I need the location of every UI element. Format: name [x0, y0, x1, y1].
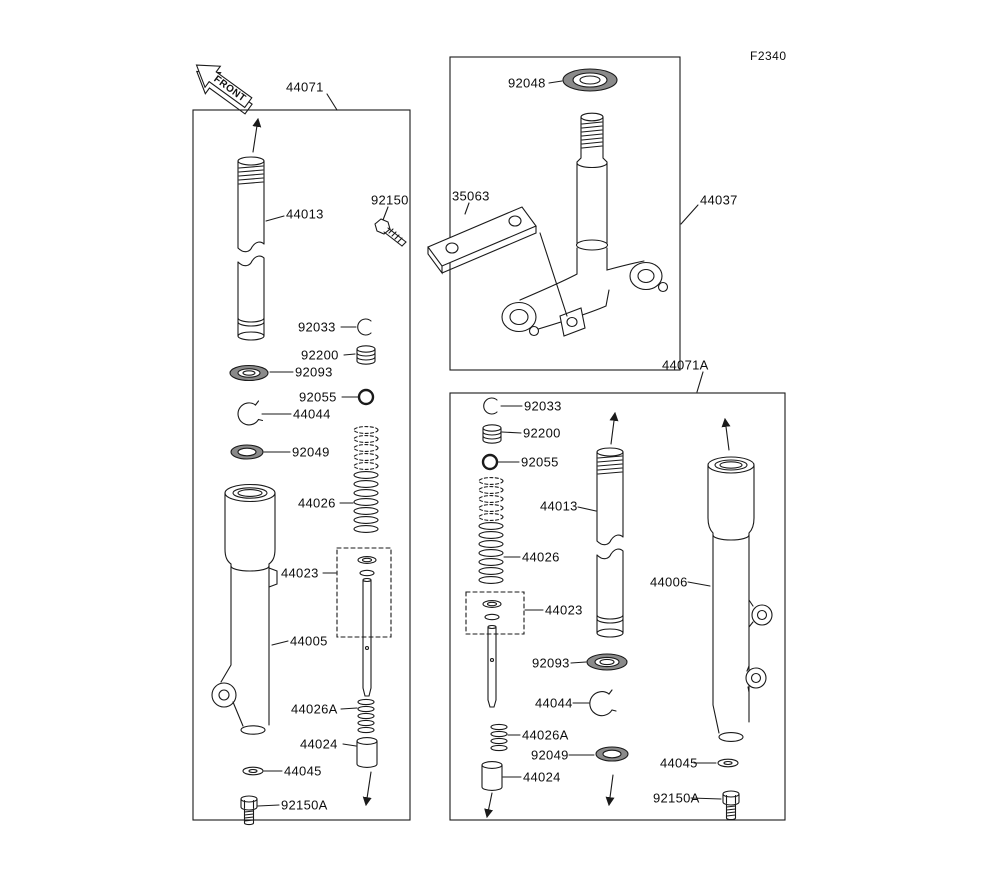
part-label-92150: 92150	[371, 192, 409, 208]
part-label-44045-right: 44045	[660, 755, 698, 771]
part-label-44013-left: 44013	[286, 206, 324, 222]
part-44045-gasket-left	[242, 766, 264, 776]
part-label-92093-left: 92093	[295, 364, 333, 380]
part-label-44026-right: 44026	[522, 549, 560, 565]
part-label-44045-left: 44045	[284, 763, 322, 779]
part-44037-steering-stem	[501, 112, 669, 337]
part-44026-fork-spring-right	[478, 477, 504, 584]
front-marker-text: FRONT	[211, 74, 247, 105]
part-44024-cylinder-left	[356, 737, 378, 768]
part-label-44005: 44005	[290, 633, 328, 649]
part-92055-oring-left	[357, 388, 375, 406]
part-92055-oring-right	[481, 453, 499, 471]
part-44044-clip-right	[589, 689, 617, 717]
part-label-92055-right: 92055	[521, 454, 559, 470]
direction-arrows	[252, 117, 731, 819]
part-44023-piston-assy-left	[336, 547, 392, 697]
part-92200-spring-seat-right	[482, 424, 502, 444]
part-44024-cylinder-right	[481, 761, 503, 791]
part-label-44026a-left: 44026A	[291, 701, 338, 717]
part-44006-outer-tube-right	[707, 456, 773, 742]
part-92150-bolt	[374, 218, 407, 247]
part-44026a-rebound-spring-left	[357, 698, 375, 734]
part-44045-gasket-right	[717, 758, 739, 768]
frame-boxes	[192, 56, 786, 821]
part-label-92093-right: 92093	[532, 655, 570, 671]
part-44044-clip-left	[237, 400, 264, 426]
part-label-92049-left: 92049	[292, 444, 330, 460]
part-92033-snap-ring-left	[357, 318, 372, 336]
part-label-92048: 92048	[508, 75, 546, 91]
part-label-92033-right: 92033	[524, 398, 562, 414]
assembly-label-44071a: 44071A	[662, 357, 709, 373]
part-92150a-bolt-left	[240, 795, 258, 826]
part-label-35063: 35063	[452, 188, 490, 204]
part-44026a-rebound-spring-right	[490, 723, 508, 752]
assembly-label-44037: 44037	[700, 192, 738, 208]
part-92049-dust-seal-right	[595, 746, 629, 762]
part-44023-piston-assy-right	[465, 591, 525, 708]
part-label-92200-right: 92200	[523, 425, 561, 441]
figure-code: F2340	[750, 49, 787, 63]
part-label-44024-left: 44024	[300, 736, 338, 752]
part-92150a-bolt-right	[722, 790, 740, 821]
part-44026-fork-spring-left	[353, 426, 379, 533]
part-92093-oil-seal-left	[229, 364, 269, 382]
part-label-44023-left: 44023	[281, 565, 319, 581]
part-44013-inner-tube-right	[596, 447, 624, 638]
part-92093-oil-seal-right	[586, 653, 628, 671]
part-92048-bearing	[562, 68, 618, 92]
part-44005-outer-tube-left	[211, 483, 278, 735]
part-label-44006: 44006	[650, 574, 688, 590]
leader-lines	[257, 80, 722, 807]
part-44013-inner-tube-left	[237, 156, 265, 341]
part-label-44023-right: 44023	[545, 602, 583, 618]
part-label-92150a-left: 92150A	[281, 797, 328, 813]
part-label-92049-right: 92049	[531, 747, 569, 763]
part-label-92150a-right: 92150A	[653, 790, 700, 806]
part-92200-spring-seat-left	[356, 345, 376, 365]
part-92049-dust-seal-left	[230, 444, 264, 460]
part-label-92200-left: 92200	[301, 347, 339, 363]
part-label-44026-left: 44026	[298, 495, 336, 511]
part-label-44026a-right: 44026A	[522, 727, 569, 743]
part-label-44044-left: 44044	[293, 406, 331, 422]
part-label-44013-right: 44013	[540, 498, 578, 514]
part-label-44024-right: 44024	[523, 769, 561, 785]
part-92033-snap-ring-right	[483, 397, 498, 415]
part-label-92033-left: 92033	[298, 319, 336, 335]
part-label-92055-left: 92055	[299, 389, 337, 405]
part-35063-bracket	[427, 206, 568, 317]
assembly-label-44071: 44071	[286, 79, 324, 95]
part-label-44044-right: 44044	[535, 695, 573, 711]
